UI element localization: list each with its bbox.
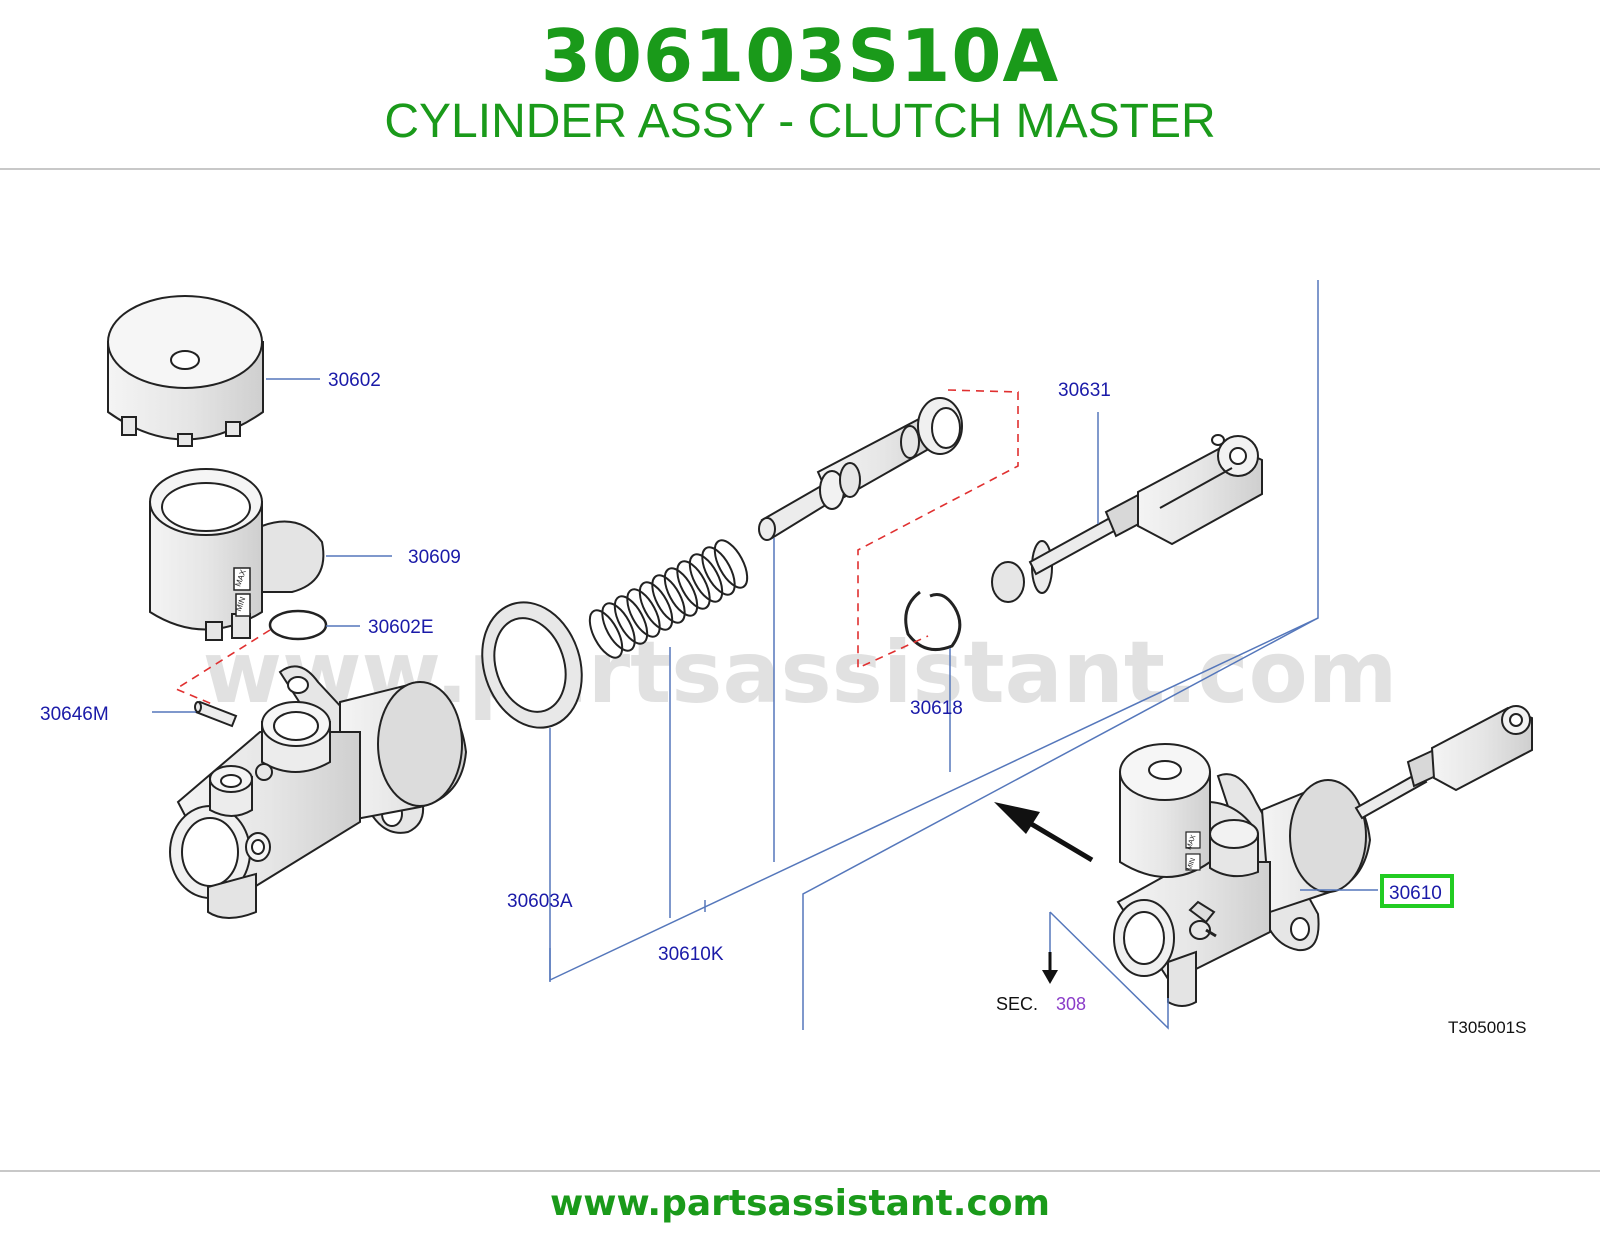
assembled-min-mark: MIN bbox=[1186, 857, 1197, 871]
part-number: 306103S10A bbox=[540, 14, 1060, 98]
header-divider bbox=[0, 168, 1600, 170]
diagram-canvas: www.partsassistant.com MAX MIN bbox=[40, 280, 1533, 1037]
leader-lines bbox=[152, 280, 1378, 1030]
highlighted-part-frame bbox=[1380, 874, 1454, 908]
section-link-308[interactable]: 308 bbox=[1056, 994, 1086, 1014]
drawing-code: T305001S bbox=[1448, 1018, 1526, 1037]
push-rod-part[interactable] bbox=[991, 434, 1263, 603]
return-spring-part[interactable] bbox=[583, 535, 754, 662]
spring-coil bbox=[688, 553, 724, 603]
spring-coil bbox=[588, 609, 624, 659]
spring-coil bbox=[701, 546, 736, 596]
spring-coil bbox=[613, 595, 649, 645]
cylinder-body-part[interactable] bbox=[169, 665, 468, 919]
label-30631[interactable]: 30631 bbox=[1058, 380, 1111, 401]
spring-coil bbox=[601, 602, 636, 652]
spring-coil bbox=[651, 574, 686, 624]
label-30646m[interactable]: 30646M bbox=[40, 704, 109, 725]
label-30609[interactable]: 30609 bbox=[408, 547, 461, 568]
spring-coil bbox=[638, 581, 674, 631]
seal-ring-part[interactable] bbox=[467, 589, 598, 740]
spring-coil bbox=[663, 567, 699, 617]
piston-part[interactable] bbox=[758, 397, 963, 541]
label-30618[interactable]: 30618 bbox=[910, 698, 963, 719]
o-ring-part[interactable] bbox=[268, 609, 328, 641]
label-30602e[interactable]: 30602E bbox=[368, 617, 434, 638]
exploded-parts-diagram: www.partsassistant.com MAX MIN bbox=[0, 262, 1600, 1062]
reservoir-tank-part[interactable]: MAX MIN bbox=[149, 468, 325, 641]
snap-ring-part[interactable] bbox=[904, 590, 962, 651]
roll-pin-part[interactable] bbox=[194, 700, 238, 728]
spring-coil bbox=[676, 560, 711, 610]
footer-divider bbox=[0, 1170, 1600, 1172]
label-30603a[interactable]: 30603A bbox=[507, 891, 573, 912]
assembled-max-mark: MAX bbox=[1186, 834, 1198, 851]
spring-coil bbox=[626, 588, 661, 638]
section-prefix: SEC. bbox=[996, 994, 1038, 1014]
reservoir-cap-part[interactable] bbox=[107, 295, 264, 447]
section-arrow bbox=[1042, 952, 1058, 984]
assembled-master-cylinder[interactable]: MAX MIN bbox=[1113, 705, 1533, 1007]
label-30602[interactable]: 30602 bbox=[328, 370, 381, 391]
spring-coil bbox=[713, 539, 749, 589]
label-30610[interactable]: 30610 bbox=[1389, 883, 1442, 904]
page-header: 306103S10A CYLINDER ASSY - CLUTCH MASTER bbox=[0, 0, 1600, 170]
exploded-view-arrow bbox=[994, 802, 1094, 863]
part-title: CYLINDER ASSY - CLUTCH MASTER bbox=[384, 95, 1216, 148]
label-30610k[interactable]: 30610K bbox=[658, 944, 724, 965]
footer-site-link[interactable]: www.partsassistant.com bbox=[549, 1183, 1051, 1224]
alignment-guides bbox=[174, 389, 1019, 705]
